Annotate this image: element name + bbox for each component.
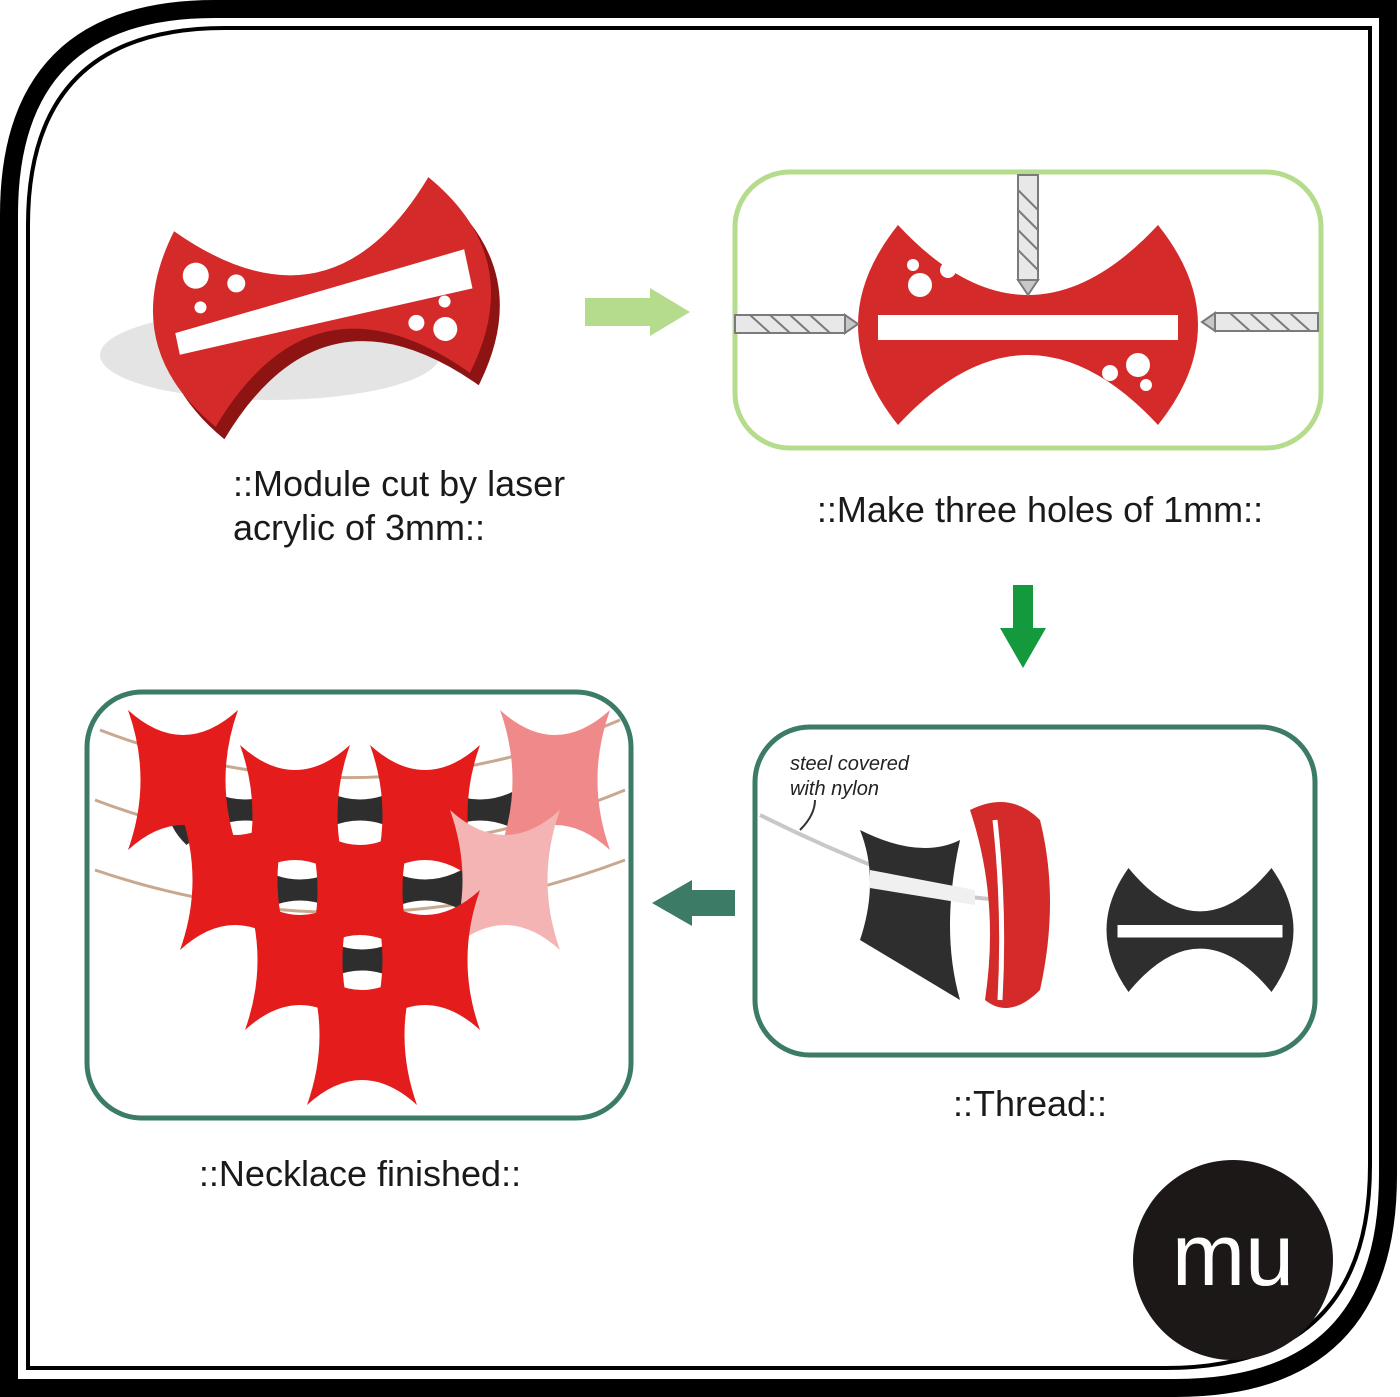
module-caption-line1: ::Module cut by laser bbox=[233, 463, 566, 504]
holes-module bbox=[858, 225, 1198, 425]
module-caption-line2: acrylic of 3mm:: bbox=[233, 507, 486, 548]
light-green-arrow-right-icon bbox=[585, 288, 690, 336]
note-pointer bbox=[799, 799, 816, 831]
module-caption: ::Module cut by laser acrylic of 3mm:: bbox=[233, 462, 565, 550]
necklace-caption: ::Necklace finished:: bbox=[198, 1153, 522, 1194]
logo-text: mu bbox=[1171, 1205, 1295, 1304]
thread-note-line2: with nylon bbox=[790, 778, 879, 800]
thread-red-module bbox=[970, 802, 1050, 1008]
logo-circle bbox=[1133, 1160, 1333, 1360]
inner-frame-line bbox=[26, 26, 1372, 1370]
thread-note: steel covered with nylon bbox=[790, 752, 909, 802]
thread-black-module-left bbox=[860, 830, 975, 1000]
holes-caption: ::Make three holes of 1mm:: bbox=[816, 489, 1264, 530]
drill-bit-icon bbox=[1016, 174, 1040, 297]
thread-note-line1: steel covered bbox=[790, 753, 909, 775]
teal-arrow-left-icon bbox=[652, 880, 735, 926]
thread-caption: ::Thread:: bbox=[952, 1083, 1108, 1124]
thread-black-module-right bbox=[1106, 868, 1294, 992]
right-drill-bit-icon bbox=[1200, 311, 1319, 333]
green-arrow-down-icon bbox=[1000, 585, 1046, 668]
left-drill-bit-icon bbox=[734, 313, 860, 335]
laser-cut-module bbox=[100, 168, 518, 448]
